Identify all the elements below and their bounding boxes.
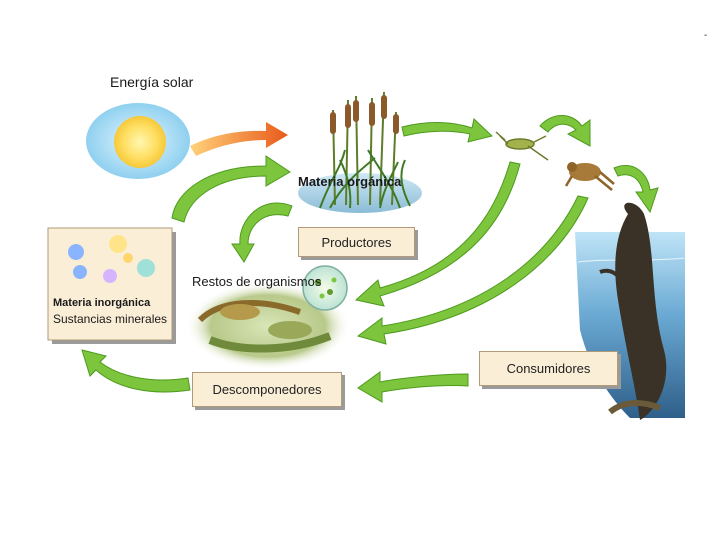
- sun-icon: [86, 103, 190, 179]
- arrow-inorganic-to-producers: [171, 155, 291, 223]
- inorganic-matter-label: Materia inorgánica: [53, 297, 151, 309]
- organic-matter-label: Materia orgánica: [298, 174, 402, 189]
- crystals-icon: [68, 235, 155, 283]
- remains-icon: [186, 265, 350, 370]
- arrow-decomposers-to-inorganic: [81, 349, 191, 393]
- frog-icon: [564, 162, 615, 191]
- arrow-otter-to-remains: [356, 195, 589, 345]
- corner-mark: -: [704, 30, 708, 41]
- arrow-grasshopper-to-remains: [354, 161, 521, 307]
- arrow-consumers-to-decomposers: [357, 371, 469, 403]
- reeds-icon: [298, 91, 422, 213]
- solar-energy-label: Energía solar: [110, 74, 194, 90]
- remains-label: Restos de organismos: [192, 274, 322, 289]
- consumers-box: Consumidores: [479, 351, 618, 386]
- mineral-substances-label: Sustancias minerales: [53, 312, 168, 326]
- decomposers-label: Descomponedores: [212, 382, 322, 397]
- arrow-grasshopper-to-frog: [539, 115, 591, 147]
- producers-label: Productores: [321, 234, 392, 250]
- producers-box: Productores: [298, 227, 415, 257]
- grasshopper-icon: [495, 131, 549, 161]
- solar-arrow: [190, 122, 288, 156]
- consumers-label: Consumidores: [506, 361, 591, 376]
- arrow-frog-to-otter: [613, 165, 659, 214]
- decomposers-box: Descomponedores: [192, 372, 342, 407]
- arrow-producers-to-grasshopper: [401, 118, 494, 143]
- otter-icon: [575, 202, 685, 420]
- arrow-producers-to-remains: [231, 202, 293, 263]
